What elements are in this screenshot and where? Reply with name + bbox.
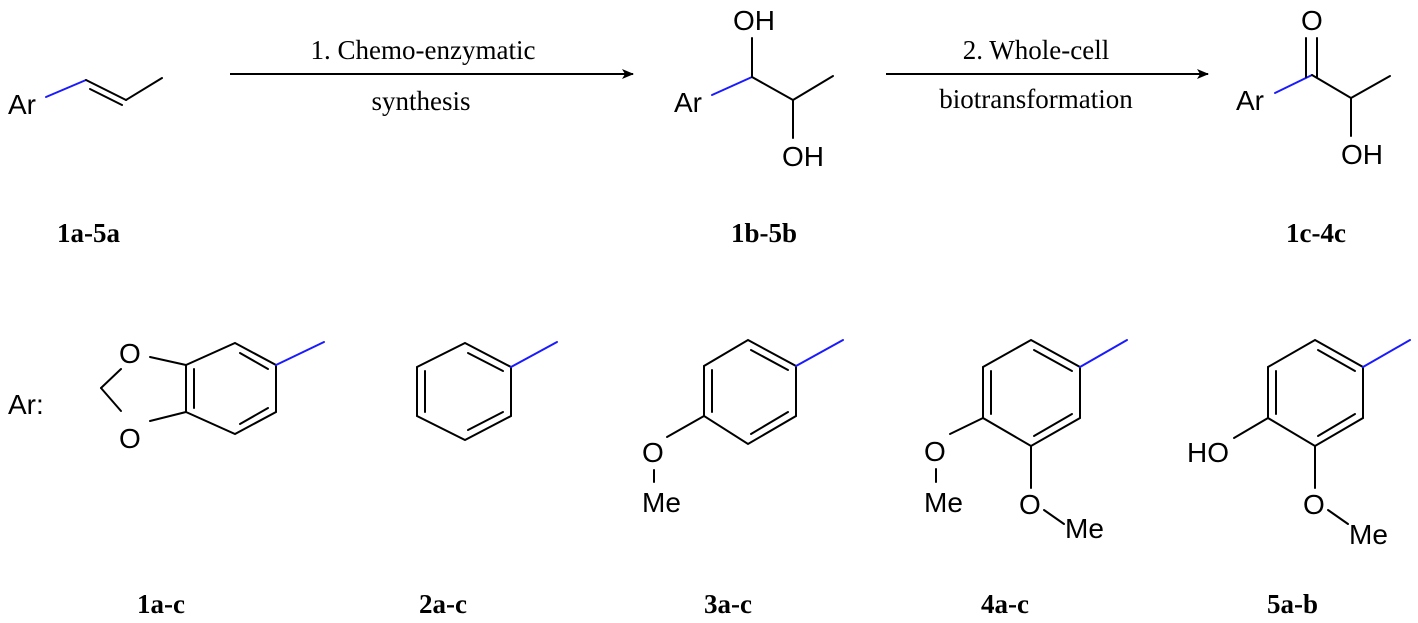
atom-o2: O [1019,489,1041,520]
methyl-bond [125,77,163,101]
bond-c-o [666,415,705,438]
compound-label-start: 1a-5a [57,218,120,248]
bond-c1-c2 [751,76,794,101]
atom-me: Me [1349,519,1388,550]
atom-o: O [1301,5,1323,36]
bond-o2-me2 [1043,509,1065,525]
compound-label-diol: 1b-5b [731,218,797,248]
atom-me: Me [642,487,681,518]
step2-line2: biotransformation [939,84,1133,114]
ar-attachment-bond [1362,339,1411,368]
step2-line1: 2. Whole-cell [963,35,1109,65]
substituent-label-1a-c: 1a-c [137,589,185,619]
atom-o1: O [924,436,946,467]
benzene-ring [703,338,797,446]
bond-c-o1 [149,356,187,366]
ar-bond [45,79,87,98]
benzene-ring [1267,338,1364,448]
ring-double-bond [239,352,269,370]
ar-attachment-bond [510,341,558,368]
double-bond-inner [89,88,123,106]
bond-c1-c2 [1311,74,1352,99]
bond-c4-oh [1233,417,1269,439]
step1-line1: 1. Chemo-enzymatic [311,35,536,65]
atom-o2: O [119,423,141,454]
atom-oh-bottom: OH [782,141,824,172]
substituent-label-5a-b: 5a-b [1267,589,1318,619]
ring-double-bond [1317,349,1356,372]
ring-double-bond [750,349,789,371]
bond-c-o2 [149,411,187,422]
bond-o-me [1327,509,1349,525]
ring-double-bond [239,407,269,425]
atom-ho: HO [1187,437,1229,468]
ar-bond [711,76,753,96]
ar-prefix: Ar: [8,389,44,420]
compound-label-ketol: 1c-4c [1286,218,1346,248]
ring-double-bond [750,411,789,435]
atom-me2: Me [1065,513,1104,544]
ring-double-bond [1317,413,1356,437]
ar-attachment-bond [795,339,844,367]
substituent-5a-b: HO O Me [1187,338,1411,550]
substituent-label-2a-c: 2a-c [419,589,467,619]
substituent-label-3a-c: 3a-c [704,589,752,619]
atom-ar: Ar [1236,85,1264,116]
atom-me1: Me [924,487,963,518]
compound-diol: Ar OH OH [674,5,834,172]
compound-ketol: Ar O OH [1236,5,1391,170]
double-bond-outer [85,79,127,101]
ar-attachment-bond [275,341,325,366]
benzene-ring [416,341,512,442]
ring-double-bond [467,411,504,431]
substituent-1a-c: O O [100,338,325,454]
ar-bond [1274,74,1313,94]
bond-o1-ch2 [100,368,122,389]
atom-oh: OH [1341,139,1383,170]
atom-o1: O [119,338,141,369]
substituent-2a-c [416,341,558,442]
benzene-ring [185,341,277,436]
ring-double-bond [1033,349,1073,372]
atom-o: O [1303,489,1325,520]
bond-c2-methyl [792,75,834,101]
substituent-4a-c: O Me O Me [924,338,1128,544]
bond-c2-methyl [1350,75,1391,99]
substituent-3a-c: O Me [642,338,844,518]
atom-o: O [642,437,664,468]
atom-ar: Ar [674,87,702,118]
atom-oh-top: OH [733,5,775,36]
step1-line2: synthesis [371,86,470,116]
bond-c4-o [949,417,984,435]
substituent-label-4a-c: 4a-c [981,589,1029,619]
compound-start: Ar [8,77,163,120]
atom-ar: Ar [8,89,36,120]
ring-double-bond [467,352,504,372]
benzene-ring [982,338,1081,448]
ring-double-bond [1033,413,1073,437]
ar-attachment-bond [1079,339,1128,368]
bond-ch2-o2 [100,387,122,412]
